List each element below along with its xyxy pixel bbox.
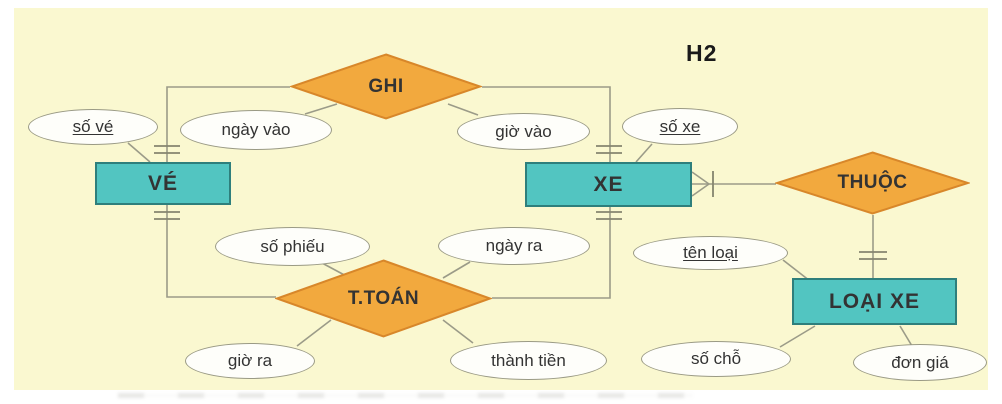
attribute-don-gia: đơn giá [853, 344, 987, 381]
figure-label: H2 [686, 40, 718, 66]
relationship-ghi-label: GHI [368, 75, 404, 97]
attribute-so-cho: số chỗ [641, 341, 791, 377]
attribute-so-phieu: số phiếu [215, 227, 370, 266]
relationship-ghi: GHI [290, 53, 482, 120]
attribute-ten-loai: tên loại [633, 236, 788, 270]
attribute-ngay-ra: ngày ra [438, 227, 590, 265]
relationship-thuoc: THUỘC [775, 151, 970, 215]
attribute-thanh-tien: thành tiền [450, 341, 607, 380]
bottom-edge-artifact [118, 393, 693, 398]
relationship-thuoc-label: THUỘC [837, 172, 908, 193]
entity-ve: VÉ [95, 162, 231, 205]
attribute-so-xe: số xe [622, 108, 738, 145]
relationship-ttoan-label: T.TOÁN [347, 287, 420, 309]
attribute-so-ve: số vé [28, 109, 158, 145]
entity-loai-xe: LOẠI XE [792, 278, 957, 325]
attribute-gio-ra: giờ ra [185, 343, 315, 379]
entity-xe: XE [525, 162, 692, 207]
entity-loai-xe-label: LOẠI XE [828, 289, 920, 313]
entity-xe-label: XE [593, 172, 624, 196]
relationship-ttoan: T.TOÁN [275, 259, 492, 338]
attribute-ngay-vao: ngày vào [180, 110, 332, 150]
attribute-gio-vao: giờ vào [457, 113, 590, 150]
entity-ve-label: VÉ [147, 171, 178, 195]
